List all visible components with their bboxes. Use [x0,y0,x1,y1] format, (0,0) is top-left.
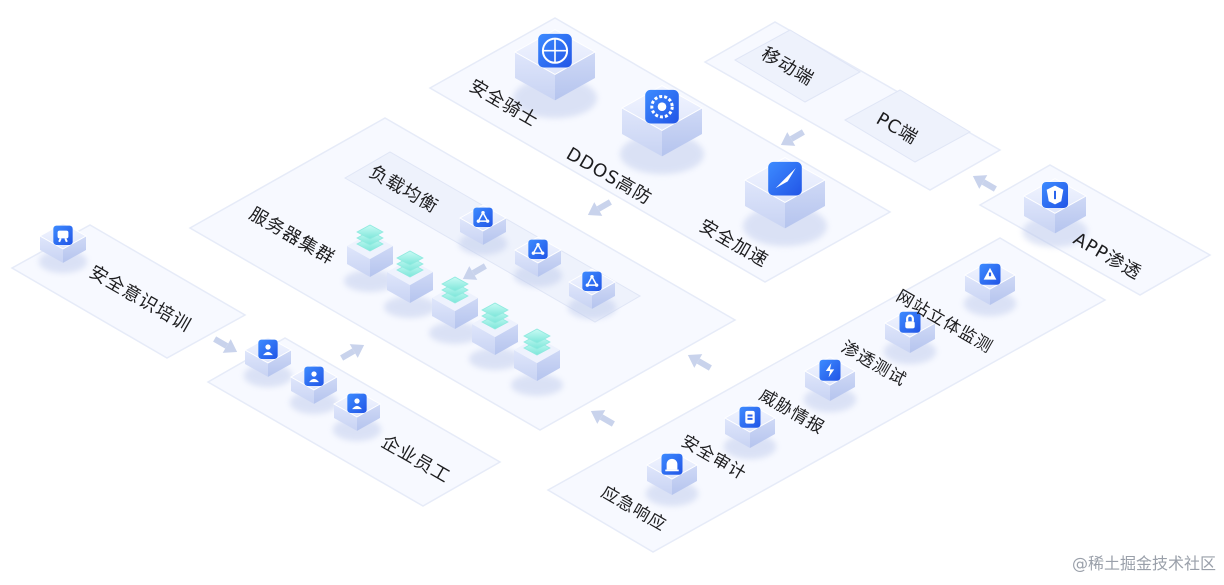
cube-employee-3 [332,390,382,442]
arrow-to-loadbalance [587,199,612,216]
alarm-icon [661,453,683,475]
globe-icon [538,33,572,68]
cube-employee-1 [243,336,293,388]
board-icon [53,225,73,245]
server-layer [441,276,469,292]
bolt-icon [819,359,841,381]
warn-icon [979,263,1001,285]
server-layer [481,302,509,318]
gear-icon [645,89,679,124]
cube-employee-2 [289,363,339,415]
cube-lb-1 [458,204,508,256]
nodes-icon [528,239,548,259]
server-layer [396,250,424,266]
pc-pill [843,89,972,163]
watermark: @稀土掘金技术社区 [1071,554,1216,573]
arrow-to-cluster [462,263,487,280]
server-4 [469,302,521,370]
cube-site-monitor [963,260,1017,317]
user-icon [258,339,278,359]
server-5 [511,328,563,396]
cube-accel [743,157,827,247]
lock-icon [899,311,921,333]
nodes-icon [473,207,493,227]
cube-emergency [645,450,699,507]
arrow-employees-to-cluster [340,344,365,361]
cube-lb-3 [567,268,617,320]
arrow-monitor-left [590,410,615,427]
cube-threat-intel [803,356,857,413]
rocket-icon [768,161,802,196]
cube-security-knight [513,29,597,119]
flow-arrows [213,129,997,427]
server-2 [384,250,436,318]
server-3 [429,276,481,344]
user-icon [304,366,324,386]
cube-training [38,222,88,274]
cube-pentest [883,308,937,365]
arrow-monitor-up [687,354,712,371]
arrow-pc-to-accel [780,129,805,146]
doc-icon [739,406,761,428]
shield-icon [1041,181,1069,209]
cube-lb-2 [513,236,563,288]
cube-app [1022,178,1088,248]
server-layer [356,224,384,240]
cube-ddos [620,85,704,175]
server-1 [344,224,396,292]
arrow-app-to-pc [972,175,997,192]
nodes-icon [582,271,602,291]
arrow-training-to-employees [213,336,238,353]
cube-audit [723,403,777,460]
platform-servers [188,117,737,431]
server-layer [523,328,551,344]
user-icon [347,393,367,413]
mobile-pill [733,29,862,103]
